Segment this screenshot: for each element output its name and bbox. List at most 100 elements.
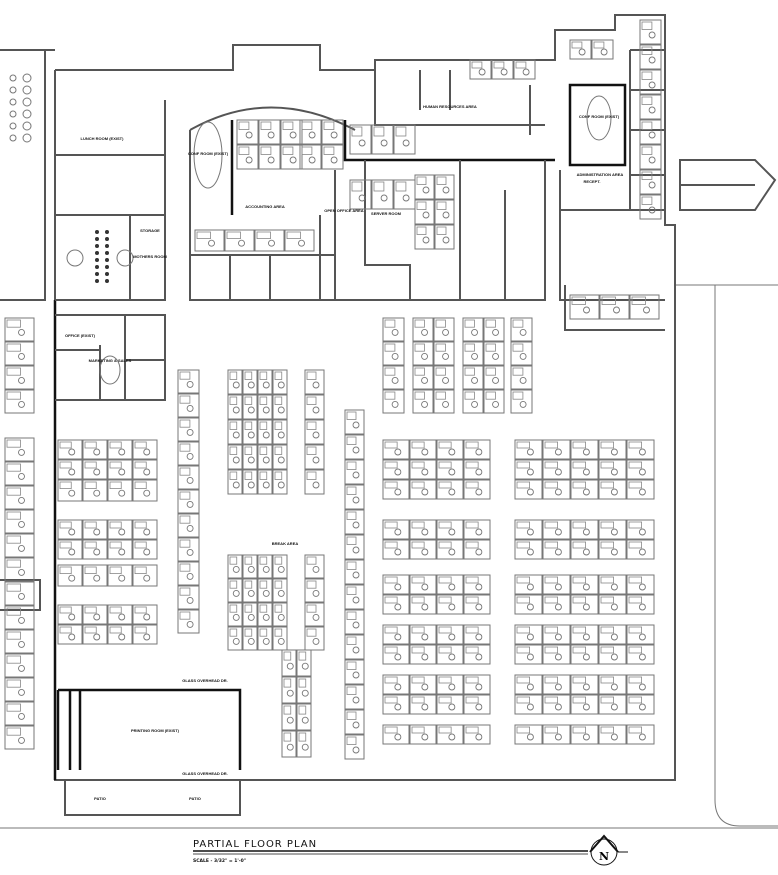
cubicle bbox=[257, 369, 273, 395]
desk bbox=[628, 726, 643, 734]
desk bbox=[306, 421, 317, 430]
cubicle bbox=[4, 437, 35, 462]
cubicle bbox=[409, 519, 437, 540]
chair bbox=[582, 468, 590, 476]
cubicle bbox=[514, 439, 543, 460]
cubicle bbox=[598, 574, 627, 595]
chair bbox=[186, 380, 194, 388]
cubicle bbox=[57, 519, 83, 540]
cubicle bbox=[57, 439, 83, 460]
cubicle bbox=[598, 439, 627, 460]
cubicle bbox=[436, 459, 464, 480]
cubicle bbox=[177, 609, 200, 634]
chair bbox=[519, 328, 527, 336]
desk bbox=[516, 626, 531, 634]
cubicle bbox=[349, 179, 372, 210]
chair bbox=[93, 613, 101, 621]
desk bbox=[179, 371, 191, 380]
chair bbox=[143, 528, 151, 536]
chair bbox=[421, 448, 429, 456]
desk bbox=[346, 536, 357, 545]
cubicle bbox=[626, 539, 655, 560]
chair bbox=[638, 548, 646, 556]
label-break-area: BREAK AREA bbox=[272, 541, 299, 546]
cubicle bbox=[107, 564, 133, 587]
desk bbox=[465, 481, 479, 489]
cubicle bbox=[570, 724, 599, 745]
cubicle bbox=[409, 644, 437, 665]
chair bbox=[648, 31, 656, 39]
cubicle bbox=[569, 294, 600, 320]
cubicle bbox=[513, 59, 536, 80]
cubicle bbox=[304, 444, 325, 470]
chair bbox=[600, 48, 608, 56]
chair bbox=[394, 468, 402, 476]
desk bbox=[384, 626, 398, 634]
chair bbox=[492, 400, 499, 408]
cubicle bbox=[598, 644, 627, 665]
desk bbox=[59, 481, 72, 489]
chair bbox=[18, 712, 25, 720]
chair bbox=[554, 683, 562, 691]
chair bbox=[262, 613, 270, 621]
chair bbox=[380, 139, 388, 147]
desk bbox=[628, 646, 643, 654]
chair bbox=[143, 574, 151, 582]
chair bbox=[526, 633, 534, 641]
cubicle bbox=[82, 459, 108, 480]
chair bbox=[394, 548, 402, 556]
desk bbox=[244, 628, 253, 637]
label-conf-room-admin: CONF ROOM (EXIST) bbox=[579, 114, 620, 119]
toilet bbox=[95, 230, 99, 234]
desk bbox=[346, 486, 357, 495]
cubicle bbox=[436, 594, 464, 615]
cubicle bbox=[257, 419, 273, 445]
chair bbox=[9, 110, 17, 118]
desk bbox=[274, 628, 283, 637]
chair bbox=[391, 376, 399, 384]
cubicle bbox=[281, 703, 297, 731]
chair bbox=[268, 239, 275, 247]
chair bbox=[143, 548, 151, 556]
desk bbox=[6, 439, 21, 448]
cubicle bbox=[344, 559, 365, 585]
cubicle bbox=[570, 479, 599, 500]
chair bbox=[352, 696, 360, 704]
cubicle bbox=[344, 709, 365, 735]
desk bbox=[544, 461, 559, 469]
cubicle bbox=[4, 725, 35, 750]
desk bbox=[229, 421, 238, 430]
desk bbox=[544, 596, 559, 604]
desk bbox=[572, 481, 587, 489]
chair bbox=[442, 328, 449, 336]
chair bbox=[475, 528, 483, 536]
chair bbox=[68, 574, 76, 582]
cubicle bbox=[433, 365, 455, 390]
cubicle bbox=[483, 365, 505, 390]
desk bbox=[179, 395, 191, 404]
desk bbox=[134, 521, 147, 529]
desk bbox=[516, 541, 531, 549]
chair bbox=[118, 613, 126, 621]
toilet bbox=[105, 251, 109, 255]
cubicle bbox=[542, 539, 571, 560]
chair bbox=[442, 236, 450, 244]
desk bbox=[465, 521, 479, 529]
desk bbox=[435, 391, 446, 400]
cubicle bbox=[626, 724, 655, 745]
desk bbox=[465, 626, 479, 634]
cubicle bbox=[349, 124, 372, 155]
chair bbox=[247, 431, 255, 439]
round-table bbox=[22, 97, 32, 107]
cubicle bbox=[463, 539, 491, 560]
chair bbox=[118, 574, 126, 582]
cubicle bbox=[510, 317, 533, 342]
cubicle bbox=[409, 574, 437, 595]
chair bbox=[610, 488, 618, 496]
cubicle bbox=[542, 724, 571, 745]
desk bbox=[411, 521, 425, 529]
desk bbox=[438, 596, 452, 604]
chair bbox=[422, 236, 430, 244]
desk bbox=[516, 696, 531, 704]
chair bbox=[93, 548, 101, 556]
